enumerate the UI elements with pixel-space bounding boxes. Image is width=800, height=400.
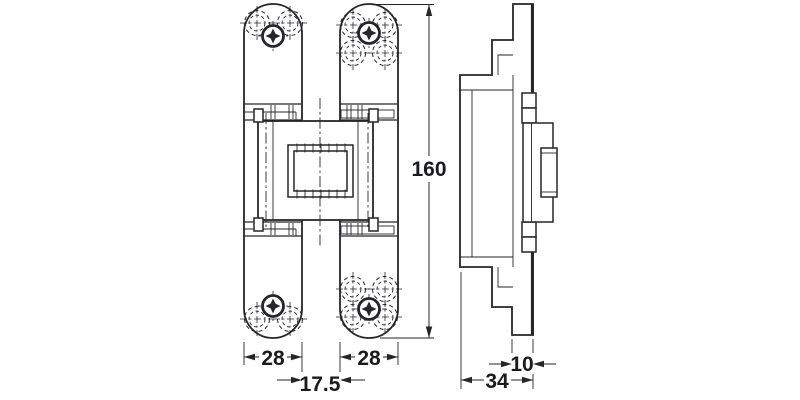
side-view xyxy=(459,3,558,336)
dimension-left-leaf-width: 28 xyxy=(243,342,303,388)
dimension-label-left-leaf-width: 28 xyxy=(261,347,285,370)
left-leaf-band-bottom xyxy=(244,221,302,237)
dimension-label-leaf-offset: 17.5 xyxy=(300,373,341,396)
housing-cap xyxy=(253,217,264,232)
hinge-ring-inner xyxy=(293,150,348,192)
dimension-leaf-offset: 17.5 xyxy=(277,372,365,396)
center-lines xyxy=(265,98,369,246)
dimension-label-side-plate-thickness: 10 xyxy=(510,353,533,376)
pivot-spacer xyxy=(521,92,537,109)
dimension-right-leaf-width: 28 xyxy=(339,342,399,388)
dimension-overall-height: 160 xyxy=(372,4,451,339)
pivot-spacer xyxy=(521,221,537,238)
housing-cap xyxy=(368,217,379,232)
pivot-spacer xyxy=(521,236,537,253)
dimension-side-plate-thickness: 10 xyxy=(489,339,556,376)
housing-cap xyxy=(253,108,264,123)
hinge-ring-ticks xyxy=(296,143,346,199)
dimensions: 160 28 28 17.5 xyxy=(243,4,556,396)
housing-cap xyxy=(368,108,379,123)
pivot-spacer xyxy=(521,107,537,124)
dimension-label-overall-height: 160 xyxy=(411,158,446,181)
dimension-label-right-leaf-width: 28 xyxy=(357,347,381,370)
hinge-housing xyxy=(253,108,379,232)
front-view xyxy=(239,3,403,339)
hinge-ring xyxy=(287,143,354,199)
side-profile-outline xyxy=(459,3,534,336)
side-knuckle xyxy=(540,147,558,198)
dimension-label-side-total-depth: 34 xyxy=(485,370,509,393)
